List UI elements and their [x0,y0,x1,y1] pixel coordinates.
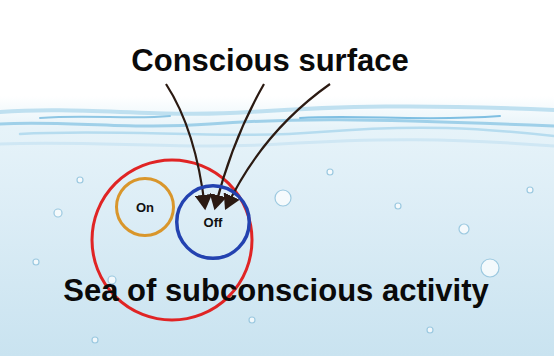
circle-stroke [177,186,250,259]
node-label: Off [204,215,223,230]
sea-label: Sea of subconscious activity [63,274,489,308]
bubbles [33,169,533,343]
leader-arrows [166,84,330,208]
arrow [226,84,330,208]
circle-node: Off [175,184,251,260]
circle-stroke [117,179,174,236]
surface-label: Conscious surface [131,44,408,78]
node-label: On [136,200,154,215]
arrow [215,84,264,208]
water-surface [0,106,554,146]
circle-node: On [115,177,175,237]
